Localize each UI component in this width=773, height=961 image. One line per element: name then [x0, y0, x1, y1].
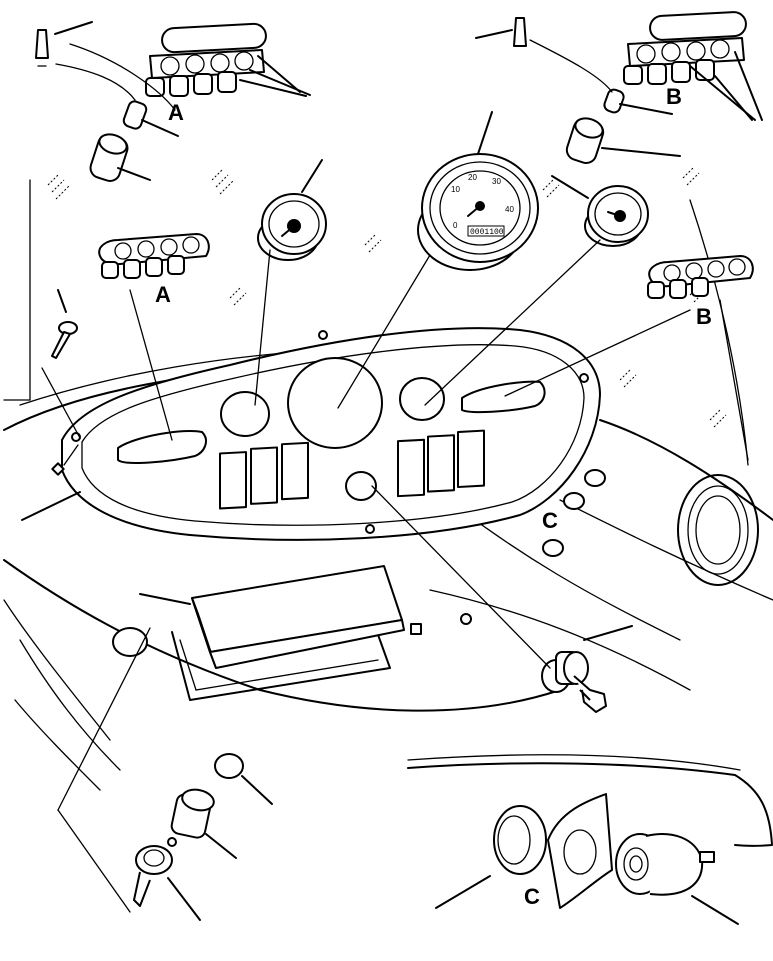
indicator-bar-middle-right: B: [504, 255, 754, 461]
gauge-small-right: [424, 175, 649, 406]
key-switch-hole: [345, 471, 377, 501]
gauge-hole-left: [220, 391, 270, 437]
gauge-mark-30: 30: [492, 177, 501, 186]
cover-panel: [139, 565, 405, 669]
switch-slot-6: [457, 429, 485, 488]
callout-a-middle: A: [155, 282, 171, 307]
switch-slot-4: [397, 438, 425, 498]
indicator-bar-middle-left: A: [98, 233, 210, 441]
callout-c-console: C: [542, 508, 558, 533]
callout-c-detail: C: [524, 884, 540, 909]
switch-slot-2: [250, 446, 278, 505]
indicator-cluster-top-right: B: [475, 11, 763, 165]
gauge-mark-40: 40: [505, 205, 514, 214]
gauge-mark-0: 0: [453, 221, 458, 230]
gauge-mark-20: 20: [468, 173, 477, 182]
instrument-panel-faceplate: [61, 327, 601, 541]
gauge-center-hourmeter: 10 20 30 40 0 0001100: [337, 111, 539, 409]
indicator-slot-left: [117, 429, 207, 464]
key-switch: [371, 485, 633, 713]
callout-b-top: B: [666, 84, 682, 109]
callout-a-top: A: [168, 100, 184, 125]
switch-slot-1: [219, 451, 247, 510]
switch-slot-3: [281, 441, 309, 501]
indicator-cluster-top-left: A: [35, 21, 311, 182]
hour-meter-readout: 0001100: [470, 228, 504, 237]
mounting-screw: [41, 289, 81, 476]
callout-b-middle: B: [696, 304, 712, 329]
gauge-small-left: [254, 159, 327, 406]
indicator-slot-right: [461, 380, 546, 414]
switch-slot-5: [427, 434, 455, 493]
lamp-socket-assembly: [57, 627, 273, 921]
gauge-hole-center: [287, 357, 383, 449]
detail-inset-c: C: [407, 754, 773, 925]
gauge-mark-10: 10: [451, 185, 460, 194]
leader-faceplate: [21, 491, 81, 521]
gauge-hole-right: [399, 377, 445, 421]
